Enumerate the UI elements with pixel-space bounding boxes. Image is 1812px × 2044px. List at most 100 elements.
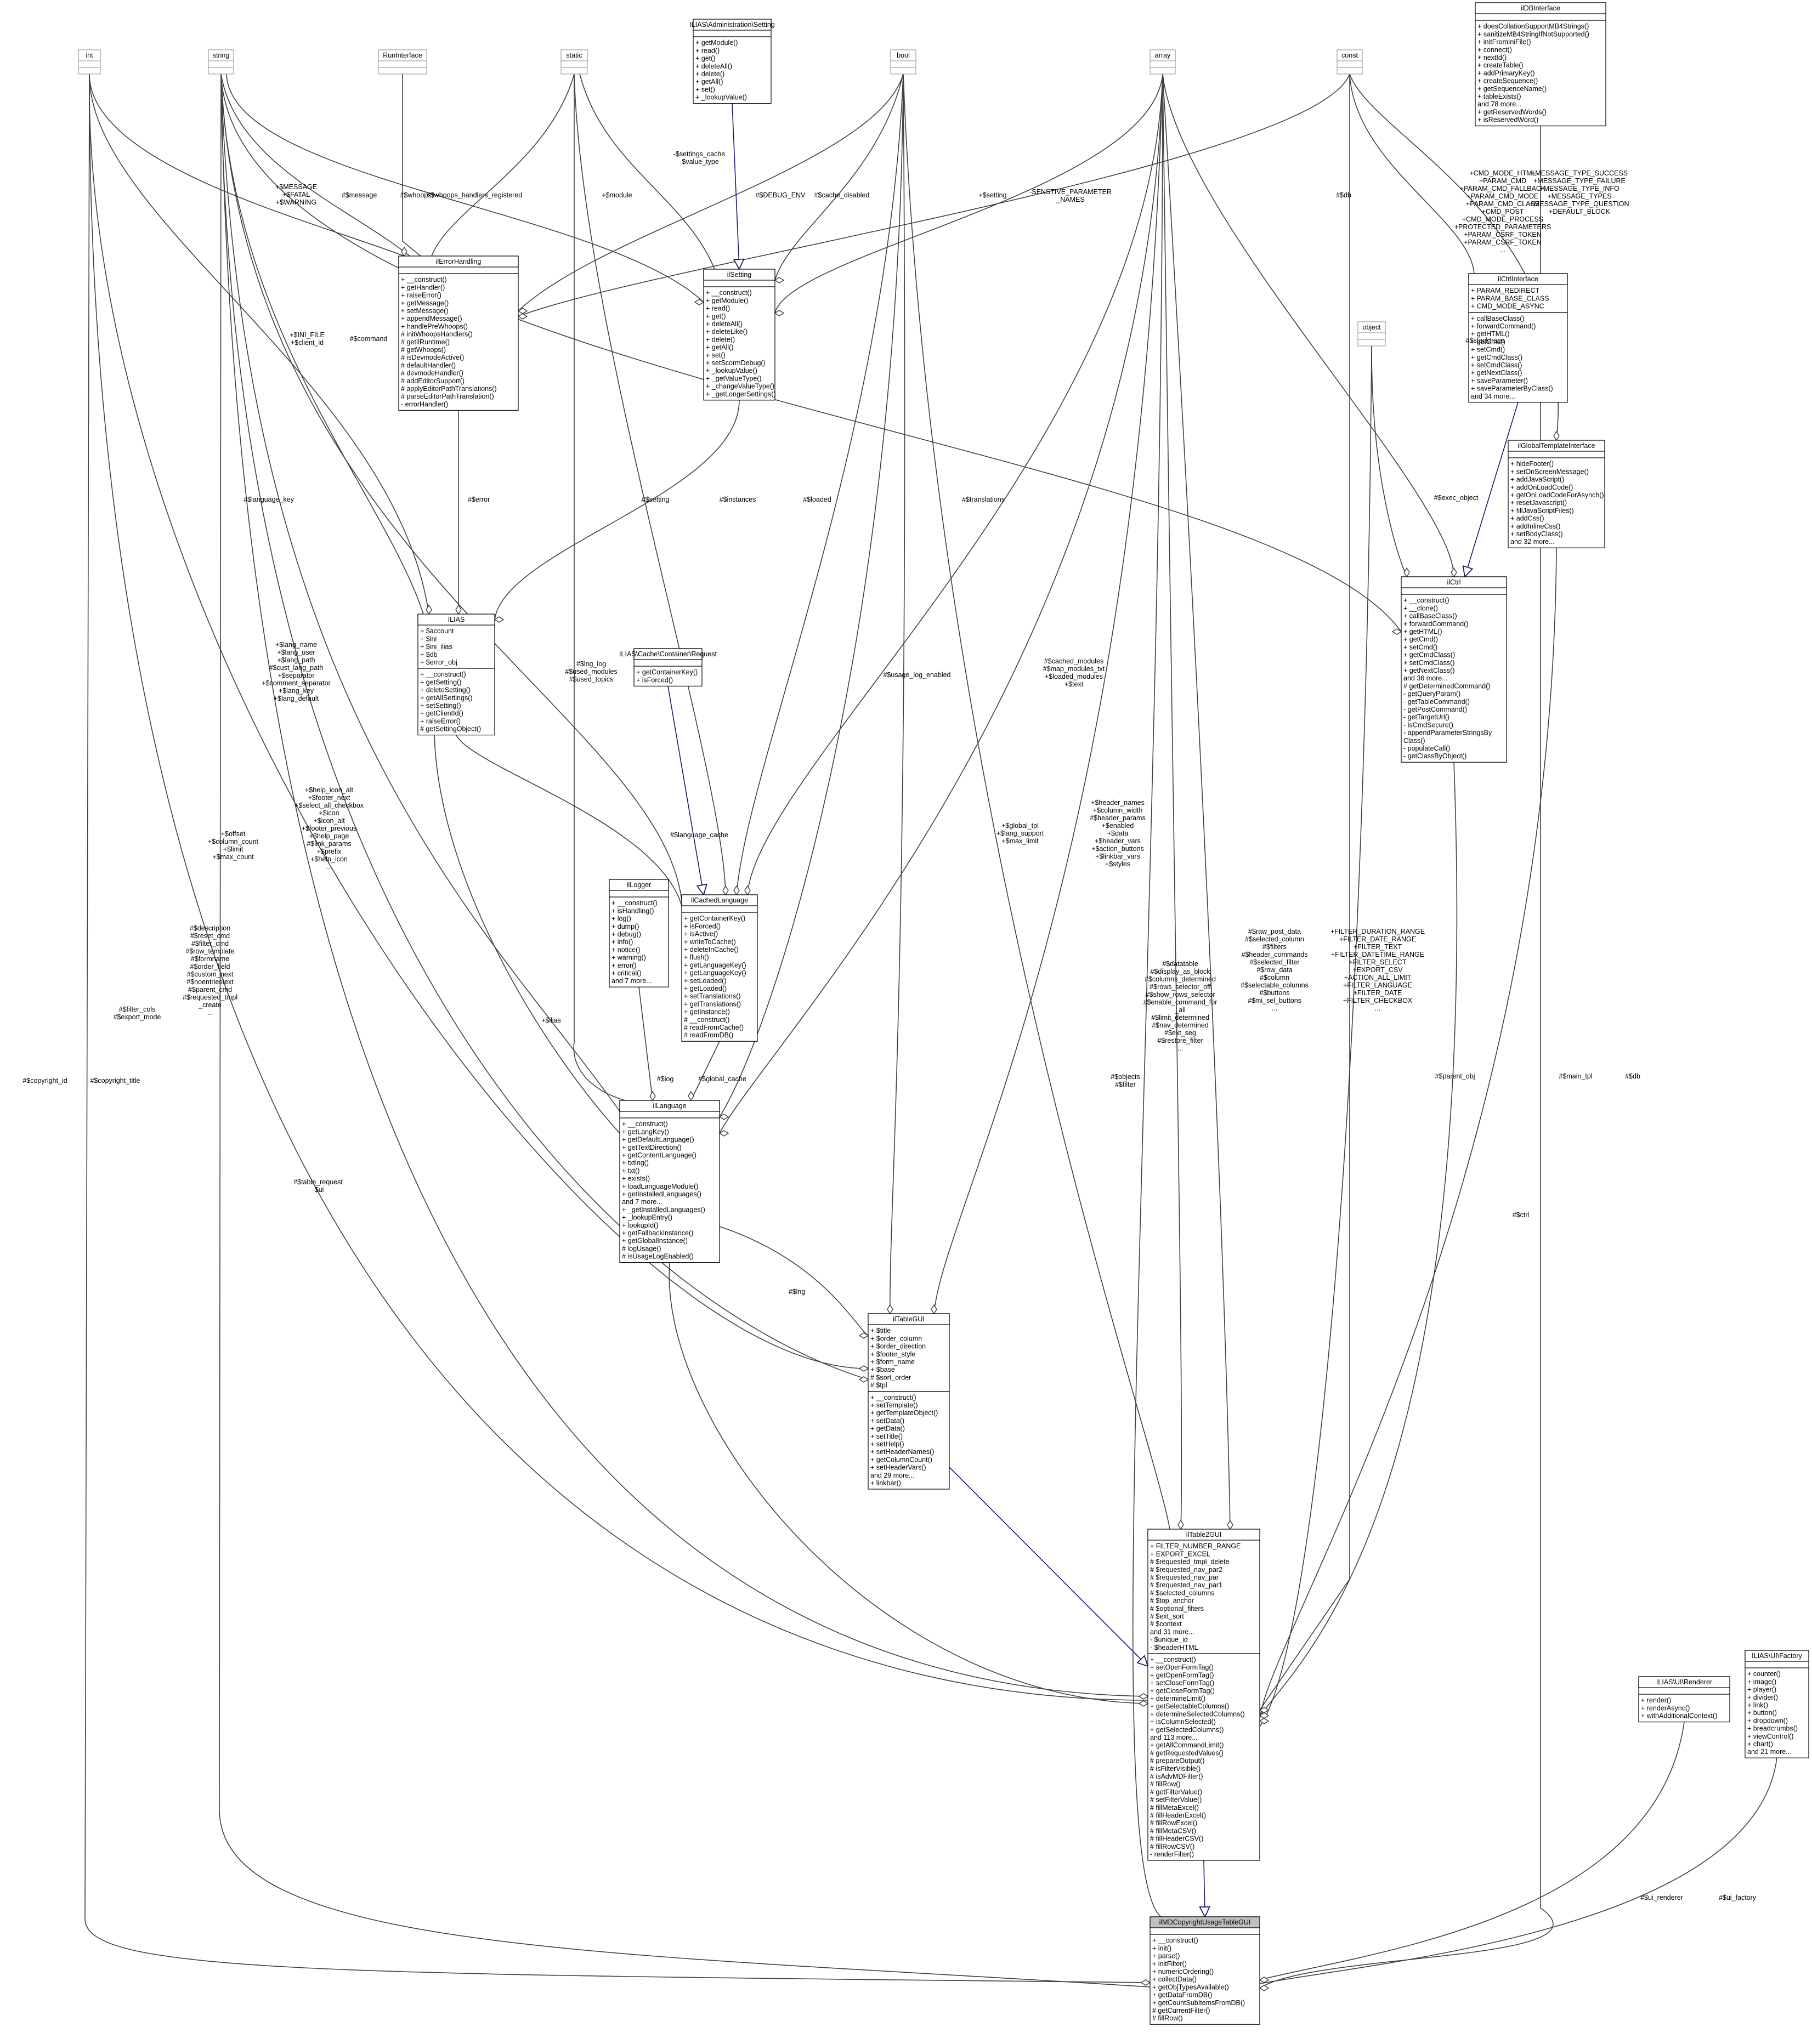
edge-label-line: #$formname bbox=[191, 955, 229, 963]
aggregation-diamond bbox=[649, 1091, 656, 1102]
class-member: + exists() bbox=[622, 1175, 650, 1183]
class-member: + raiseError() bbox=[420, 717, 461, 725]
class-member: + isReservedWord() bbox=[1477, 116, 1538, 124]
edge-label-line: #$header_params bbox=[1090, 814, 1145, 822]
class-member: + setCloseFormTag() bbox=[1150, 1679, 1214, 1687]
edge-label-line: #$instances bbox=[720, 496, 756, 503]
association-edge bbox=[1259, 1758, 1777, 1984]
edge-label-line: +$text bbox=[1064, 680, 1084, 688]
edge-label-line: +MESSAGE_TYPE_SUCCESS bbox=[1531, 169, 1628, 177]
class-member: + $account bbox=[420, 627, 454, 635]
edge-label-line: #$link_params bbox=[307, 840, 351, 848]
class-member: + resetJavascript() bbox=[1510, 499, 1567, 507]
class-member: + setLoaded() bbox=[684, 977, 726, 985]
class-node-cacherequest: ILIAS\Cache\Container\Request+ getContai… bbox=[619, 648, 717, 687]
class-member: + __construct() bbox=[401, 276, 447, 283]
edge-label-line: #$loaded bbox=[803, 496, 831, 503]
edge-label-line: +$lang_user bbox=[277, 649, 315, 656]
class-member: + read() bbox=[695, 47, 720, 54]
class-member: + determineLimit() bbox=[1150, 1695, 1205, 1702]
class-node-illanguage: ilLanguage+ __construct()+ getLangKey()+… bbox=[619, 1100, 720, 1263]
class-member: + $error_obj bbox=[420, 658, 457, 666]
edge-label-line: +FILTER_DATETIME_RANGE bbox=[1331, 951, 1424, 958]
class-member: + getCmdClass() bbox=[1471, 354, 1522, 361]
class-node-iltablegui: ilTableGUI+ $title+ $order_column+ $orde… bbox=[868, 1313, 950, 1490]
class-node-ilmdcopyrightusagetablegui: ilMDCopyrightUsageTableGUI+ __construct(… bbox=[1150, 1916, 1260, 2025]
edge-label-line: #$filter bbox=[1115, 1081, 1136, 1088]
edge-label-line: #$message bbox=[342, 191, 377, 199]
association-edge bbox=[84, 73, 1151, 1983]
class-title: bool bbox=[897, 52, 910, 59]
edge-label-line: #$columns_determined bbox=[1145, 975, 1216, 983]
edge-label-line: +CMD_MODE_PROCESS bbox=[1462, 215, 1543, 223]
edge-label-line: #$parent_cmd bbox=[188, 986, 232, 993]
class-member: + saveParameterByClass() bbox=[1471, 385, 1553, 393]
edge-label-line: +$lang_path bbox=[277, 656, 315, 664]
edge-label: #$ui_factory bbox=[1719, 1894, 1757, 1901]
class-member: + initFromIniFile() bbox=[1477, 38, 1531, 46]
class-member: + set() bbox=[695, 86, 715, 93]
edge-label: #$command bbox=[350, 335, 388, 343]
class-member: + setTemplate() bbox=[870, 1401, 918, 1409]
edge-label-line: #$db bbox=[1625, 1072, 1640, 1080]
edge-label-line: +$lang_name bbox=[275, 641, 317, 649]
inheritance-edge bbox=[1204, 1860, 1205, 1917]
edge-label-line: +PARAM_CSRF_TOKEN bbox=[1464, 239, 1542, 246]
edge-label-line: +$ilias bbox=[541, 1017, 561, 1024]
edge-label-line: #$restore_filter bbox=[1157, 1037, 1203, 1044]
class-node-int: int bbox=[78, 49, 101, 75]
class-member: + saveParameter() bbox=[1471, 377, 1528, 384]
edge-label-line: #$usage_log_enabled bbox=[883, 671, 950, 679]
class-member: + sanitizeMB4StringIfNotSupported() bbox=[1477, 30, 1589, 38]
edge-label-line: #$filter_cmd bbox=[191, 940, 229, 947]
aggregation-diamond bbox=[1177, 1519, 1184, 1530]
edge-label-line: #$parent_obj bbox=[1435, 1072, 1475, 1080]
edge-label: #$cache_disabled bbox=[814, 191, 870, 199]
edge-label: #$translations bbox=[962, 496, 1005, 503]
class-member: + getInstalledLanguages() bbox=[622, 1190, 701, 1198]
class-title: array bbox=[1155, 52, 1171, 59]
class-node-runinterface: RunInterface bbox=[378, 49, 427, 75]
edge-label: #$copyright_id bbox=[22, 1077, 67, 1085]
edge-label-line: +PARAM_CMD_FALLBACK bbox=[1460, 185, 1546, 192]
class-member: and 31 more... bbox=[1150, 1628, 1194, 1636]
edge-label: #$lng_log#$used_modules#$used_topics bbox=[565, 660, 617, 683]
edge-label-line: +$limit bbox=[223, 845, 244, 853]
association-edge bbox=[579, 73, 715, 270]
class-member: + addOnLoadCode() bbox=[1510, 484, 1573, 491]
class-member: + getCountSubItemsFromDB() bbox=[1152, 1999, 1245, 2007]
class-member: + createSequence() bbox=[1477, 77, 1538, 85]
edge-label-line: +$separator bbox=[278, 672, 314, 679]
class-title: ilCachedLanguage bbox=[691, 896, 748, 904]
class-member: + getFallbackInstance() bbox=[622, 1229, 693, 1237]
edge-label-line: +$MESSAGE bbox=[275, 183, 317, 191]
class-member: + FILTER_NUMBER_RANGE bbox=[1150, 1542, 1241, 1550]
class-node-uirenderer: ILIAS\UI\Renderer+ render()+ renderAsync… bbox=[1638, 1676, 1730, 1723]
class-member: # $tpl bbox=[870, 1382, 887, 1389]
association-edge bbox=[1162, 73, 1231, 1530]
class-member: + _getInstalledLanguages() bbox=[622, 1206, 705, 1213]
edge-label-line: +DEFAULT_BLOCK bbox=[1549, 208, 1611, 215]
edge-label-line: #$whoops_handlers_registered bbox=[427, 191, 522, 199]
class-member: + getGlobalInstance() bbox=[622, 1237, 688, 1245]
class-member: and 36 more... bbox=[1403, 674, 1448, 682]
edge-label: #$db bbox=[1625, 1072, 1640, 1080]
edge-label-line: +MESSAGE_TYPE_INFO bbox=[1539, 185, 1620, 192]
association-edge bbox=[226, 73, 704, 303]
class-member: + setSetting() bbox=[420, 702, 461, 709]
edge-label: #$parent_obj bbox=[1435, 1072, 1475, 1080]
association-edge bbox=[719, 73, 1163, 1134]
class-member: + render() bbox=[1641, 1696, 1671, 1704]
class-member: # $ext_sort bbox=[1150, 1613, 1184, 1620]
association-edge bbox=[1259, 548, 1557, 1722]
aggregation-diamond bbox=[694, 299, 705, 305]
inheritance-edge bbox=[1465, 402, 1519, 577]
class-member: + setHeaderNames() bbox=[870, 1448, 934, 1456]
class-member: + critical() bbox=[611, 969, 642, 977]
class-member: + getLoaded() bbox=[684, 985, 727, 992]
class-member: + button() bbox=[1747, 1709, 1777, 1717]
edge-label-line: +CMD_POST bbox=[1482, 208, 1524, 215]
association-edge bbox=[1259, 345, 1372, 1727]
class-member: + renderAsync() bbox=[1641, 1704, 1690, 1712]
class-member: + getOpenFormTag() bbox=[1150, 1671, 1214, 1679]
